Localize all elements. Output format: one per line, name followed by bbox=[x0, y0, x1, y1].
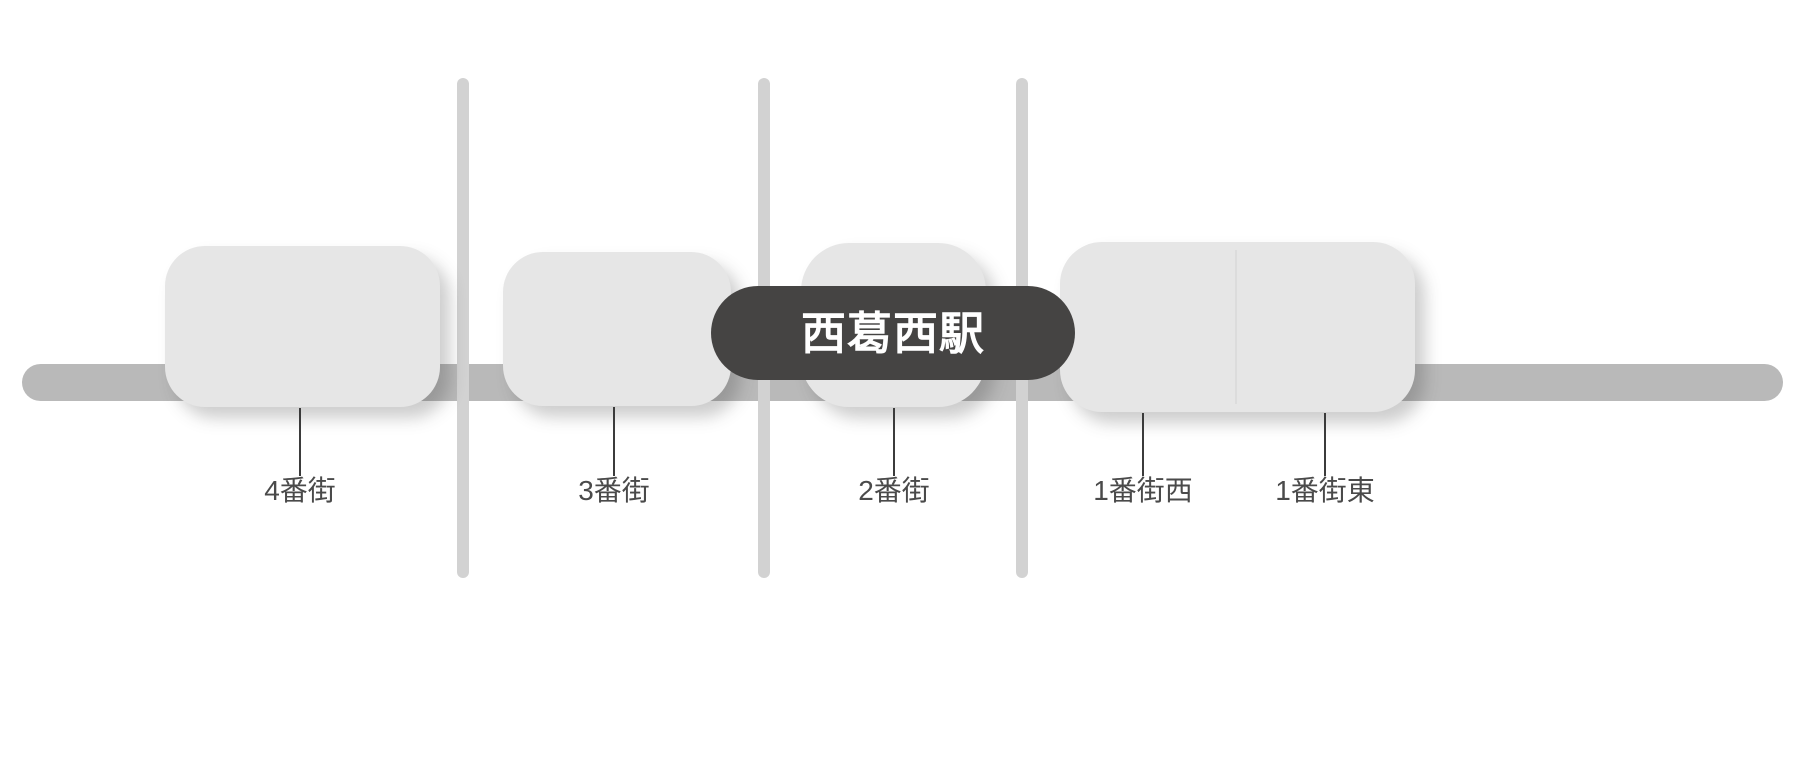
station-name-label: 西葛西駅 bbox=[800, 307, 985, 359]
cross-street-1 bbox=[457, 78, 469, 578]
district-label: 4番街 bbox=[264, 475, 336, 506]
district-leader-line bbox=[1324, 413, 1326, 476]
block-divider-1banchi bbox=[1235, 250, 1237, 404]
district-leader-line bbox=[299, 408, 301, 476]
district-block-1banchi[interactable] bbox=[1060, 242, 1415, 412]
district-label: 1番街東 bbox=[1275, 475, 1375, 506]
district-label: 3番街 bbox=[578, 475, 650, 506]
district-leader-line bbox=[1142, 413, 1144, 476]
district-block-3banchi[interactable] bbox=[503, 252, 731, 406]
district-label: 1番街西 bbox=[1093, 475, 1193, 506]
district-block-4banchi[interactable] bbox=[165, 246, 440, 407]
district-leader-line bbox=[613, 407, 615, 476]
district-leader-line bbox=[893, 408, 895, 476]
district-label: 2番街 bbox=[858, 475, 930, 506]
station-marker[interactable]: 西葛西駅 bbox=[711, 286, 1075, 380]
